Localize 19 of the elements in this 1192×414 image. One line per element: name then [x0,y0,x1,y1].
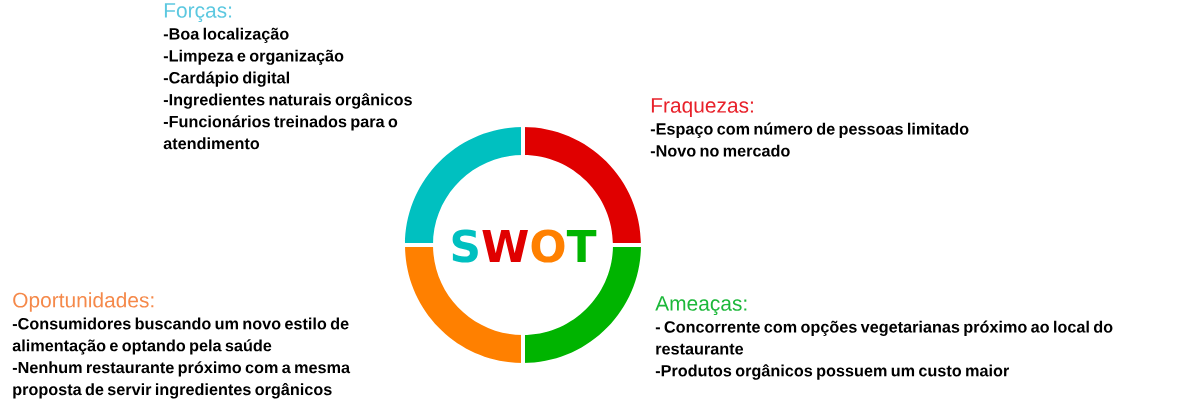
list-item: -Limpeza e organização [163,49,344,65]
section-heading: Ameaças: [655,296,747,316]
swot-letter: S [452,229,478,263]
list-item: -Cardápio digital [163,71,289,87]
swot-letter: T [566,230,597,262]
section-heading: Oportunidades: [13,292,154,312]
swot-letter: W [482,230,528,262]
list-item: -Espaço com número de pessoas limitado [650,122,969,138]
list-item: -Novo no mercado [650,144,790,157]
list-item: -Consumidores buscando um novo estilo de alimentação e optando pela saúde [12,317,349,355]
list-item: -Boa localização [163,27,289,43]
list-item: -Funcionários treinados para o atendimento [163,115,398,150]
section-heading: Fraquezas: [651,98,753,117]
list-item: -Ingredientes naturais orgânicos [163,93,412,109]
swot-letter: O [531,229,565,263]
list-item: - Concorrente com opções vegetarianas próximo ao local do restaurante [655,320,1113,355]
section-heading: Forças: [164,3,232,23]
list-item: -Produtos orgânicos possuem um custo maior [655,364,1010,380]
list-item: -Nenhum restaurante próximo com a mesma proposta de servir ingredientes orgânicos [12,361,351,399]
